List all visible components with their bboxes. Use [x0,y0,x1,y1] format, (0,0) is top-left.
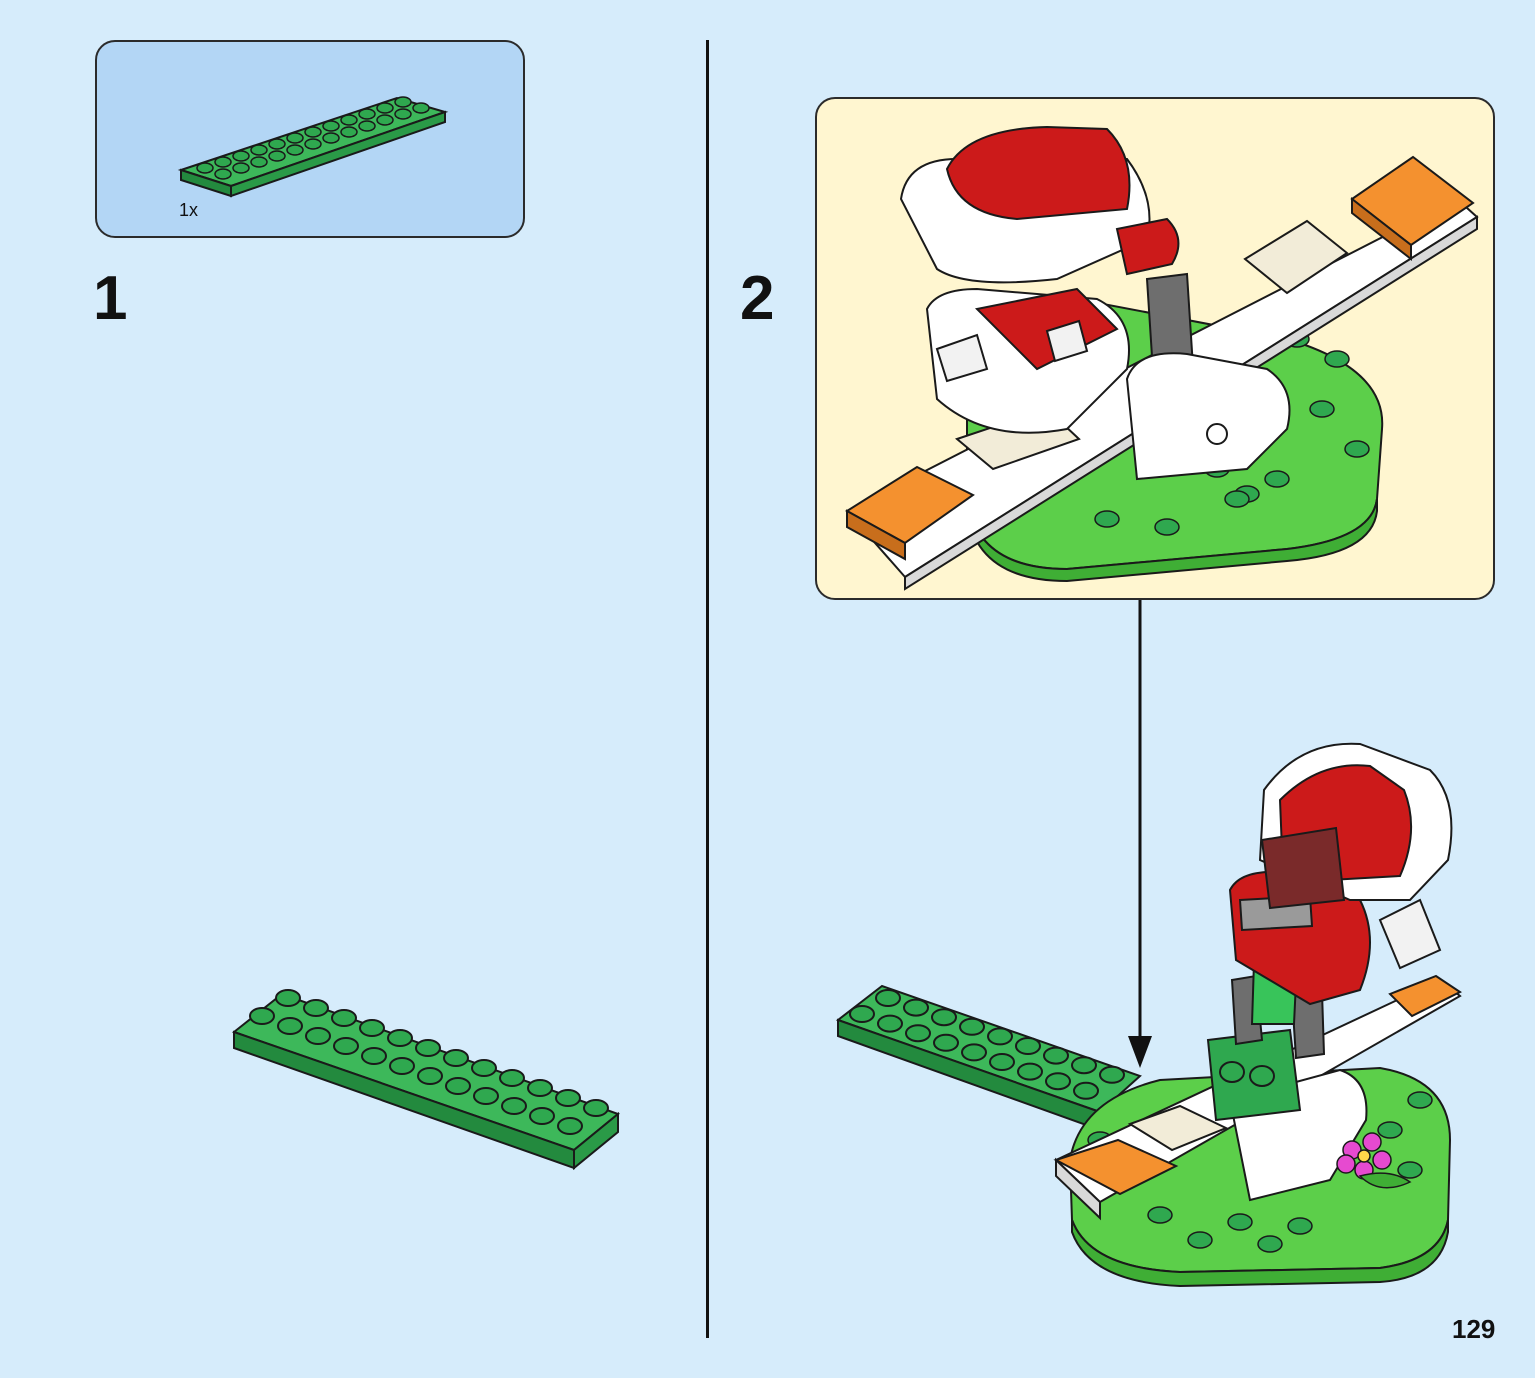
arrow-head-icon [1128,1036,1152,1068]
step-divider [706,40,709,1338]
part-quantity: 1x [179,200,199,220]
green-plate-2x12-icon [177,96,449,198]
step-number-2: 2 [740,264,775,333]
pink-flower-icon [1336,1132,1412,1189]
step-number-1: 1 [93,264,128,333]
page-number: 129 [1452,1314,1496,1344]
parts-list-box: 1x [95,40,525,238]
seesaw-assembly-illustration [845,125,1479,591]
sub-assembly-callout [815,97,1495,600]
